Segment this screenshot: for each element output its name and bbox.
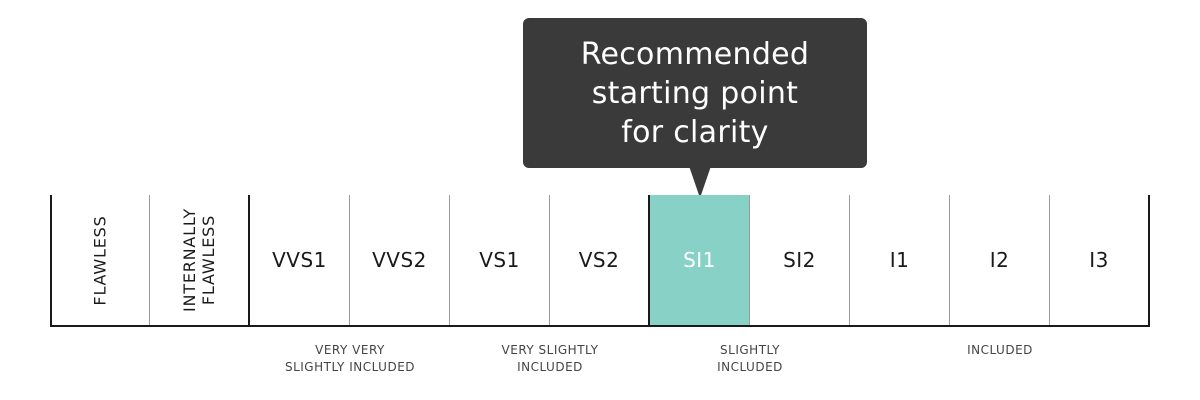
- grade-cell-i2: I2: [950, 195, 1050, 325]
- grade-label: SI1: [683, 248, 716, 272]
- grade-cell-vvs1: VVS1: [250, 195, 350, 325]
- grade-label: I3: [1089, 248, 1109, 272]
- grade-cell-vvs2: VVS2: [350, 195, 450, 325]
- group-label-si: SLIGHTLY INCLUDED: [717, 343, 783, 374]
- clarity-scale: FLAWLESS INTERNALLY FLAWLESS VVS1 VVS2 V…: [50, 195, 1150, 327]
- grade-cell-if: INTERNALLY FLAWLESS: [150, 195, 250, 325]
- grade-label: I1: [889, 248, 910, 272]
- grade-cell-vs2: VS2: [550, 195, 650, 325]
- grade-label: VS2: [578, 248, 620, 272]
- grade-cell-si1: SI1: [650, 195, 750, 325]
- grade-cell-i3: I3: [1050, 195, 1150, 325]
- grade-label: INTERNALLY FLAWLESS: [180, 207, 219, 313]
- group-label-vs: VERY SLIGHTLY INCLUDED: [501, 343, 599, 374]
- grade-label: VVS1: [272, 248, 327, 272]
- group-label-vvs: VERY VERY SLIGHTLY INCLUDED: [284, 343, 416, 374]
- grade-label: FLAWLESS: [91, 214, 110, 306]
- grade-cell-si2: SI2: [750, 195, 850, 325]
- grade-label: SI2: [783, 248, 816, 272]
- grade-label: VS1: [479, 248, 520, 272]
- callout-pointer: [689, 166, 711, 198]
- grade-cell-fl: FLAWLESS: [50, 195, 150, 325]
- callout-text: Recommended starting point for clarity: [580, 36, 810, 150]
- grade-cell-i1: I1: [850, 195, 950, 325]
- grade-label: I2: [989, 248, 1010, 272]
- grade-cell-vs1: VS1: [450, 195, 550, 325]
- recommendation-callout: Recommended starting point for clarity: [523, 18, 867, 168]
- group-label-i: INCLUDED: [967, 343, 1033, 357]
- grade-label: VVS2: [372, 248, 427, 272]
